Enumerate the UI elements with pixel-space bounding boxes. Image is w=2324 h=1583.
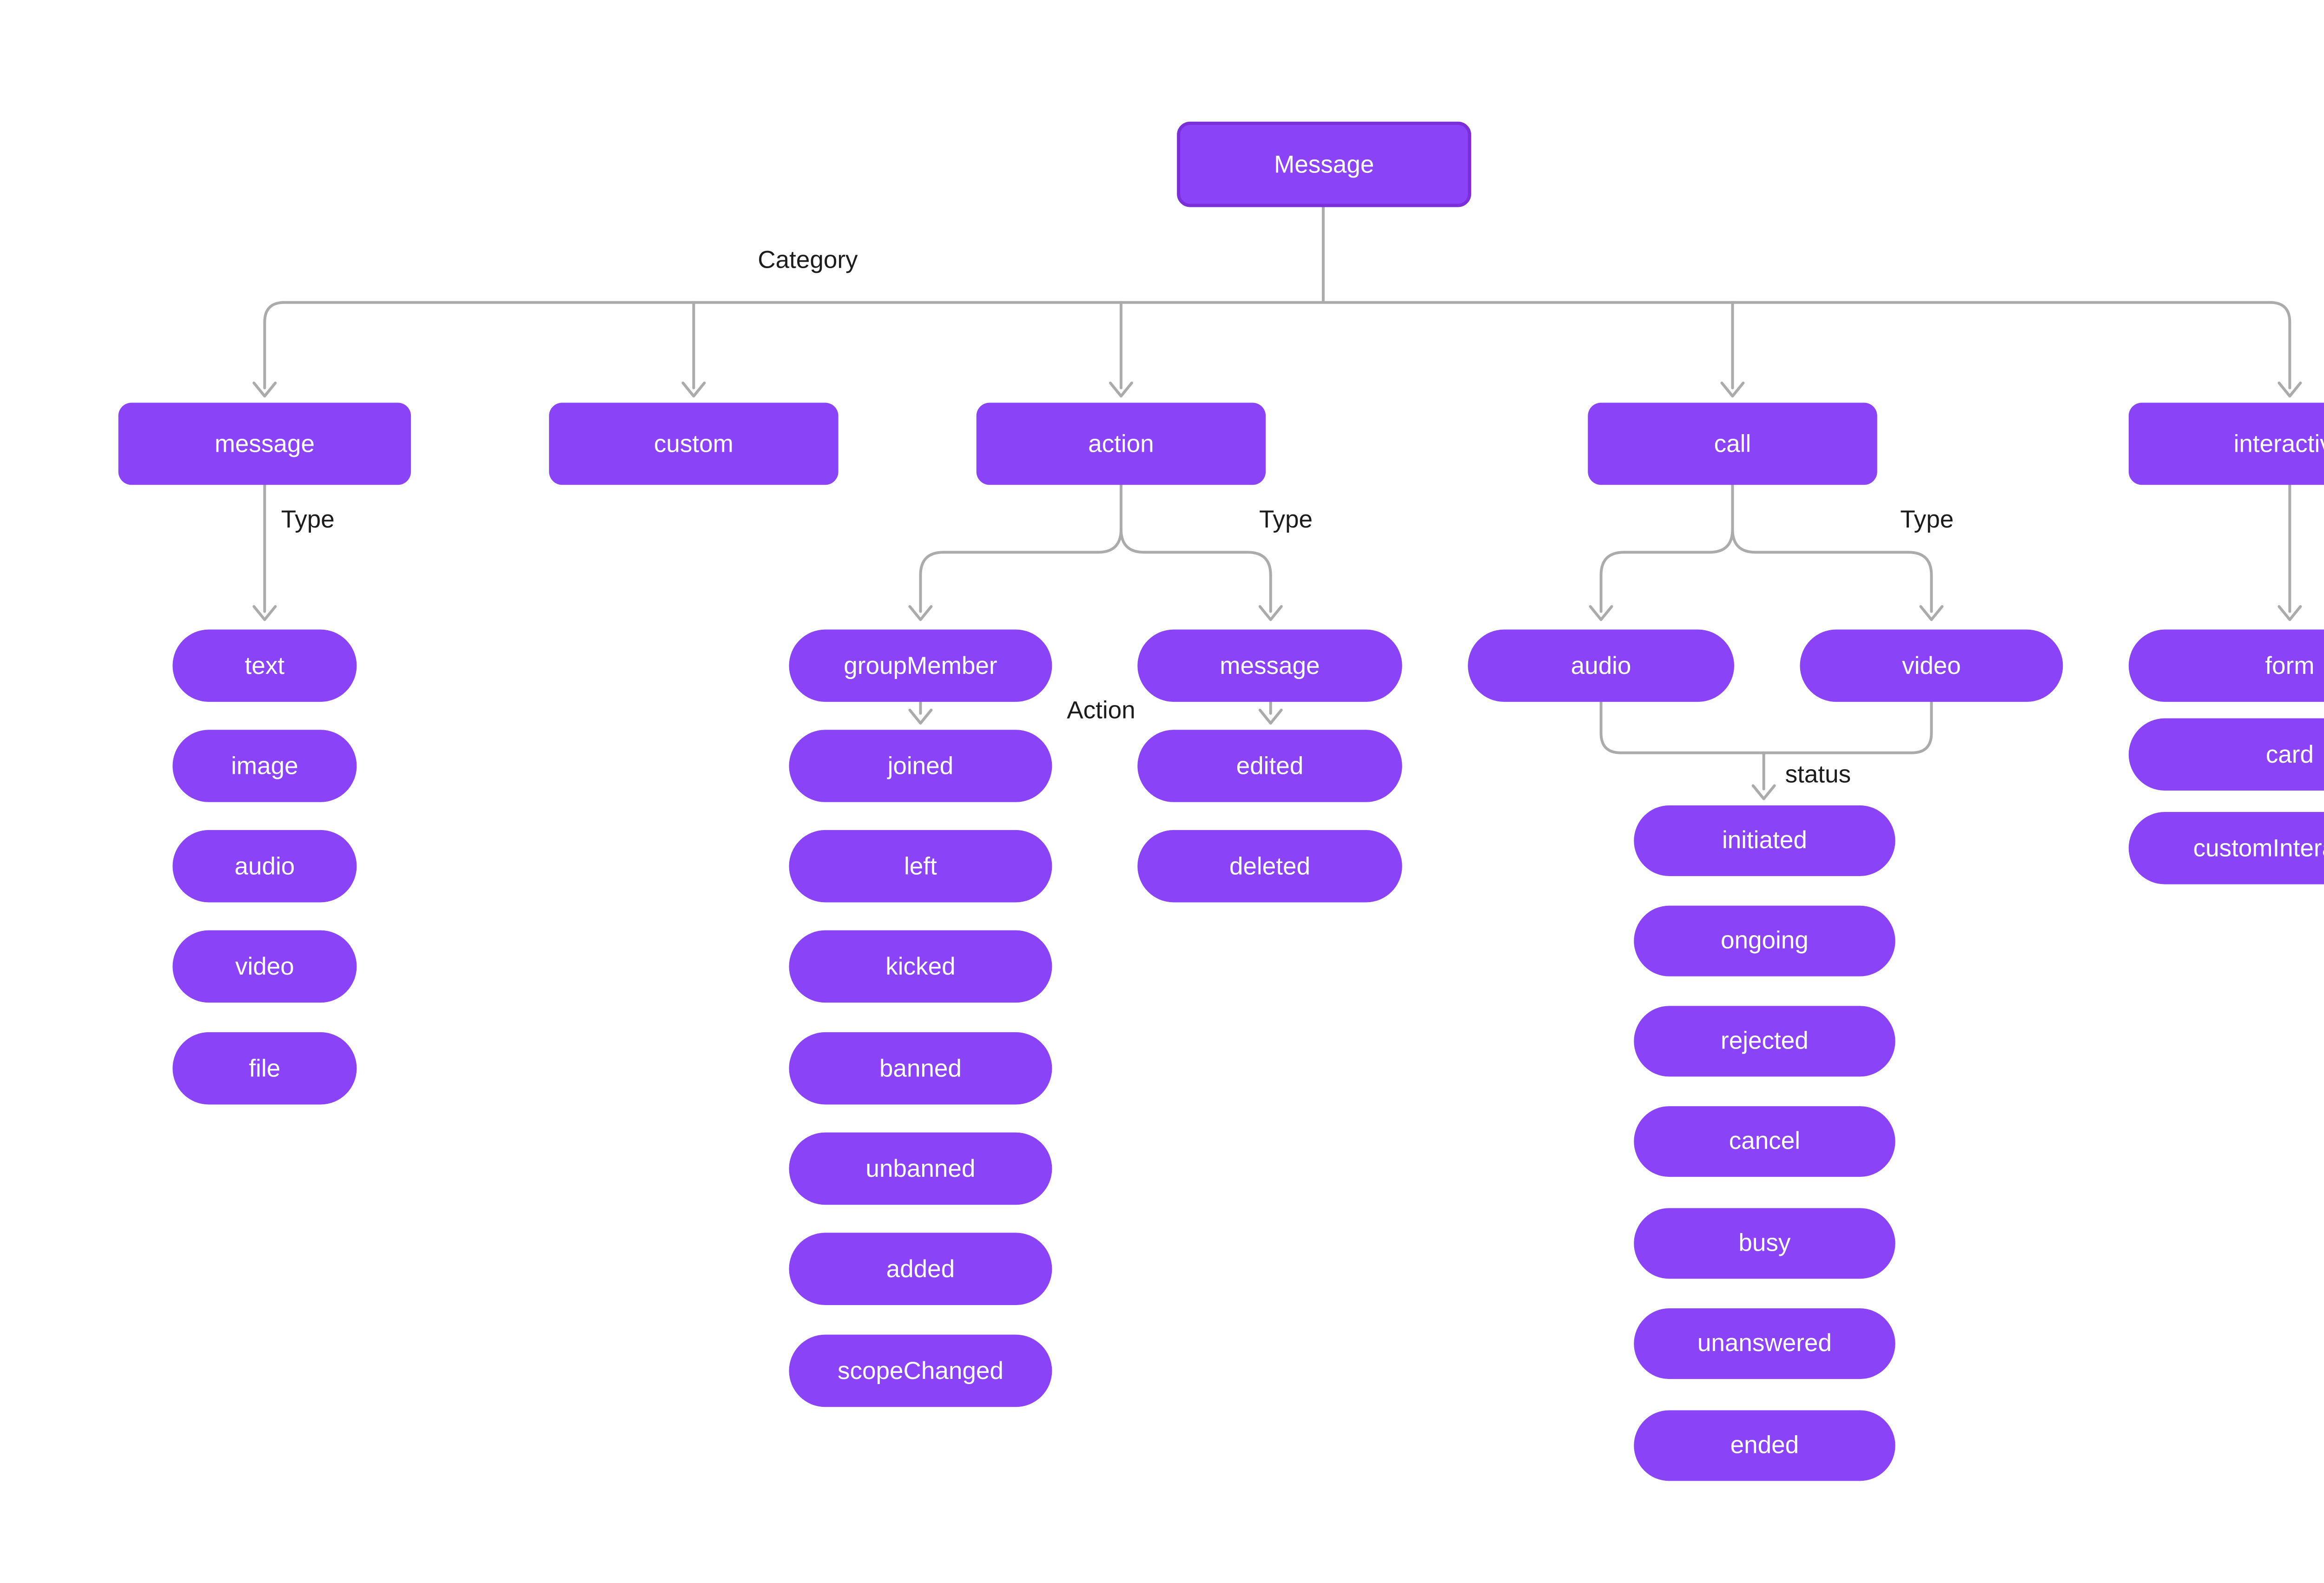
arrowhead (681, 381, 706, 398)
arrowhead (1109, 381, 1133, 398)
node-status-ongoing: ongoing (1634, 905, 1895, 976)
node-status-cancel: cancel (1634, 1106, 1895, 1177)
node-status-ended: ended (1634, 1410, 1895, 1481)
node-type-audio: audio (172, 830, 357, 903)
arrowhead (2278, 605, 2302, 621)
edge-label-type-call: Type (1900, 506, 1954, 534)
node-call-audio: audio (1468, 629, 1735, 702)
node-type-image: image (172, 730, 357, 802)
node-gm-unbanned: unbanned (789, 1132, 1052, 1205)
arrowhead (252, 381, 277, 398)
node-message-root: Message (1177, 121, 1472, 207)
node-category-message: message (118, 402, 411, 485)
node-category-call: call (1588, 402, 1877, 485)
edge-label-action: Action (1067, 697, 1136, 725)
node-gm-scopechanged: scopeChanged (789, 1334, 1052, 1407)
edge-label-type-message: Type (281, 506, 335, 534)
node-am-edited: edited (1137, 730, 1402, 802)
edge-action-split-right (1119, 528, 1272, 613)
node-interactive-form: form (2128, 629, 2324, 702)
node-action-message: message (1137, 629, 1402, 702)
edge-label-type-action: Type (1259, 506, 1313, 534)
edge-merge-right (1762, 700, 1933, 754)
node-call-video: video (1800, 629, 2063, 702)
node-gm-joined: joined (789, 730, 1052, 802)
arrowhead (1258, 605, 1283, 621)
node-gm-banned: banned (789, 1032, 1052, 1105)
node-am-deleted: deleted (1137, 830, 1402, 903)
node-status-initiated: initiated (1634, 805, 1895, 876)
node-status-busy: busy (1634, 1208, 1895, 1279)
edge-label-status: status (1785, 761, 1851, 789)
node-status-rejected: rejected (1634, 1006, 1895, 1077)
node-type-text: text (172, 629, 357, 702)
node-interactive-custominteractive: customInteractive (2128, 812, 2324, 884)
arrowhead (1919, 605, 1944, 621)
edge-action-split-left (919, 483, 1122, 613)
arrowhead (1589, 605, 1613, 621)
node-type-file: file (172, 1032, 357, 1105)
node-gm-left: left (789, 830, 1052, 903)
node-category-interactive: interactive (2128, 402, 2324, 485)
arrowhead (908, 708, 933, 725)
arrowhead (1258, 708, 1283, 725)
arrowhead (1720, 381, 1745, 398)
edge-call-split-right (1731, 528, 1933, 613)
arrowhead (252, 605, 277, 621)
node-category-custom: custom (549, 402, 838, 485)
node-interactive-card: card (2128, 718, 2324, 791)
edge-label-category: Category (758, 246, 858, 275)
node-gm-added: added (789, 1233, 1052, 1305)
arrowhead (1751, 784, 1776, 800)
node-gm-kicked: kicked (789, 930, 1052, 1003)
node-action-groupmember: groupMember (789, 629, 1052, 702)
edge-merge-left (1599, 700, 1765, 754)
node-status-unanswered: unanswered (1634, 1308, 1895, 1379)
edge-category-bar (263, 301, 2291, 389)
arrowhead (908, 605, 933, 621)
edge-call-split-left (1599, 483, 1734, 613)
arrowhead (2278, 381, 2302, 398)
node-type-video: video (172, 930, 357, 1003)
node-category-action: action (976, 402, 1266, 485)
